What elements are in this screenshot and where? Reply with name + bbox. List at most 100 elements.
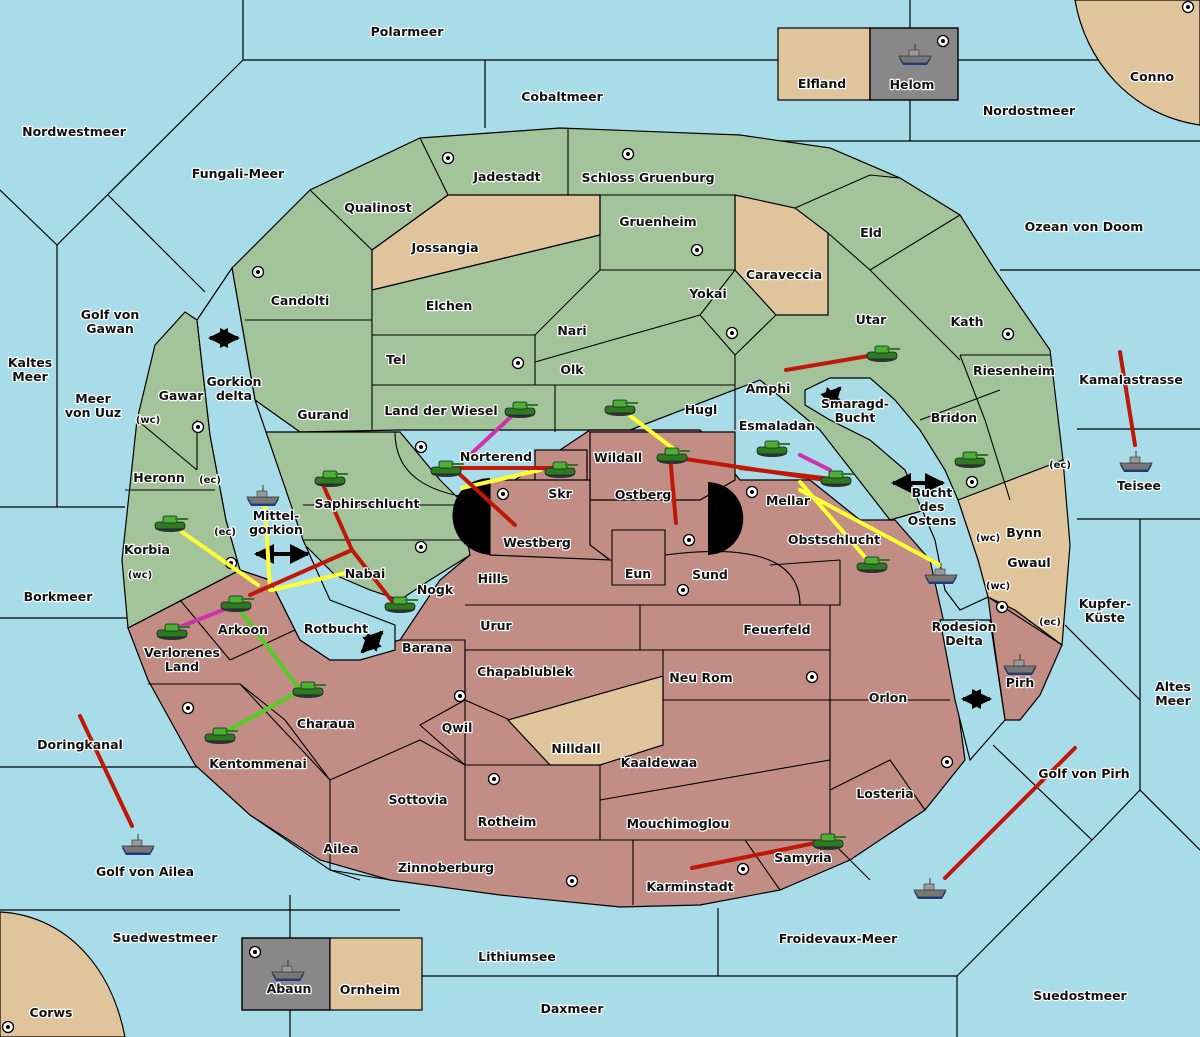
province-label-esmaladan: Esmaladan: [739, 418, 815, 433]
tank-icon: [820, 470, 855, 488]
province-label-riesenheim: Riesenheim: [973, 363, 1055, 378]
province-label-olk: Olk: [560, 362, 584, 377]
province-label-norterend: Norterend: [460, 449, 532, 464]
province-nilldall[interactable]: [506, 675, 664, 766]
province-label-samyria: Samyria: [774, 850, 832, 865]
sea-gorkion[interactable]: [196, 266, 396, 661]
province-label-westberg: Westberg: [503, 535, 571, 550]
province-label-chapablublek: Chapablublek: [477, 664, 574, 679]
province-label-nogk: Nogk: [417, 582, 454, 597]
sea-label-suedwestmeer: Suedwestmeer: [113, 930, 219, 945]
coast-label: (wc): [136, 415, 160, 426]
sea-label-lithiumsee: Lithiumsee: [478, 949, 556, 964]
province-label-gawar: Gawar: [159, 388, 205, 403]
province-label-obstschlucht: Obstschlucht: [788, 532, 880, 547]
sea-smaragd-ostens[interactable]: [804, 377, 989, 611]
province-label-gruenheim: Gruenheim: [619, 214, 696, 229]
sea-label-fungali: Fungali-Meer: [192, 166, 285, 181]
province-label-nabai: Nabai: [345, 566, 386, 581]
province-label-saphirschlucht: Saphirschlucht: [315, 496, 420, 511]
sea-label-borkmeer: Borkmeer: [24, 589, 94, 604]
sea-label-ozean: Ozean von Doom: [1025, 219, 1144, 234]
province-label-helom: Helom: [890, 77, 935, 92]
coast-label: (ec): [1039, 617, 1061, 628]
province-label-mouchimoglou: Mouchimoglou: [627, 816, 730, 831]
province-label-gurand: Gurand: [297, 407, 349, 422]
adjacency-arrows: [208, 328, 992, 709]
province-label-bridon: Bridon: [931, 410, 977, 425]
coast-label: (ec): [214, 527, 236, 538]
province-label-qualinost: Qualinost: [344, 200, 411, 215]
sea-label-smaragd: Smaragd-Bucht: [821, 396, 889, 425]
province-label-kaaldewaa: Kaaldewaa: [621, 755, 698, 770]
province-label-skr: Skr: [548, 486, 572, 501]
province-label-sund: Sund: [692, 567, 728, 582]
labels: PolarmeerCobaltmeerNordwestmeerFungali-M…: [7, 23, 1193, 1021]
province-label-yokai: Yokai: [688, 286, 727, 301]
ship-icon: [121, 833, 155, 856]
sea-label-nordostmeer: Nordostmeer: [983, 103, 1076, 118]
coast-label: (ec): [1049, 460, 1071, 471]
province-label-kentommenai: Kentommenai: [209, 756, 307, 771]
province-label-orlon: Orlon: [869, 690, 908, 705]
province-label-amphi: Amphi: [746, 381, 791, 396]
province-label-sottovia: Sottovia: [389, 792, 448, 807]
province-label-kath: Kath: [951, 314, 984, 329]
province-label-utar: Utar: [856, 312, 888, 327]
province-label-barana: Barana: [402, 640, 452, 655]
coast-label: (wc): [128, 570, 152, 581]
sea-label-froidevaux: Froidevaux-Meer: [779, 931, 898, 946]
tank-icon: [756, 440, 791, 458]
province-label-nari: Nari: [557, 323, 586, 338]
sea-label-doringkanal: Doringkanal: [37, 737, 123, 752]
province-corws[interactable]: [0, 911, 126, 1037]
sea-label-cobaltmeer: Cobaltmeer: [521, 89, 603, 104]
province-label-bynn: Bynn: [1006, 525, 1041, 540]
province-label-hugl: Hugl: [685, 402, 718, 417]
province-elfland[interactable]: [777, 27, 871, 101]
sea-label-golfailea: Golf von Ailea: [96, 864, 194, 879]
province-label-feuerfeld: Feuerfeld: [743, 622, 810, 637]
province-label-losteria: Losteria: [856, 786, 913, 801]
province-label-korbia: Korbia: [124, 542, 170, 557]
province-label-jadestadt: Jadestadt: [472, 169, 540, 184]
province-label-qwil: Qwil: [442, 720, 473, 735]
province-label-eld: Eld: [860, 225, 882, 240]
impassable-east: [708, 482, 744, 555]
coast-label: (wc): [976, 533, 1000, 544]
province-label-heronn: Heronn: [133, 470, 185, 485]
province-label-karminstadt: Karminstadt: [646, 879, 733, 894]
sea-label-golfpirh: Golf von Pirh: [1038, 766, 1129, 781]
province-label-mellar: Mellar: [766, 493, 811, 508]
province-label-ailea: Ailea: [323, 841, 358, 856]
province-label-urur: Urur: [480, 618, 512, 633]
coast-label: (wc): [986, 581, 1010, 592]
province-label-neurom: Neu Rom: [669, 670, 732, 685]
province-label-pirh: Pirh: [1006, 675, 1035, 690]
province-conno[interactable]: [1074, 0, 1200, 126]
province-label-candolti: Candolti: [271, 293, 330, 308]
province-label-hills: Hills: [478, 571, 509, 586]
ship-icon: [1119, 450, 1153, 473]
province-label-elchen: Elchen: [426, 298, 473, 313]
sea-label-daxmeer: Daxmeer: [540, 1001, 604, 1016]
sea-label-kupfer: Kupfer-Küste: [1079, 596, 1132, 625]
sea-label-kamalastrasse: Kamalastrasse: [1079, 372, 1183, 387]
province-label-wiesel: Land der Wiesel: [384, 403, 497, 418]
impassable-west: [452, 478, 490, 555]
province-label-arkoon: Arkoon: [218, 622, 268, 637]
sea-label-polarmeer: Polarmeer: [371, 24, 445, 39]
province-label-wildall: Wildall: [594, 450, 642, 465]
province-ornheim[interactable]: [329, 937, 423, 1011]
province-label-teisee: Teisee: [1117, 478, 1161, 493]
